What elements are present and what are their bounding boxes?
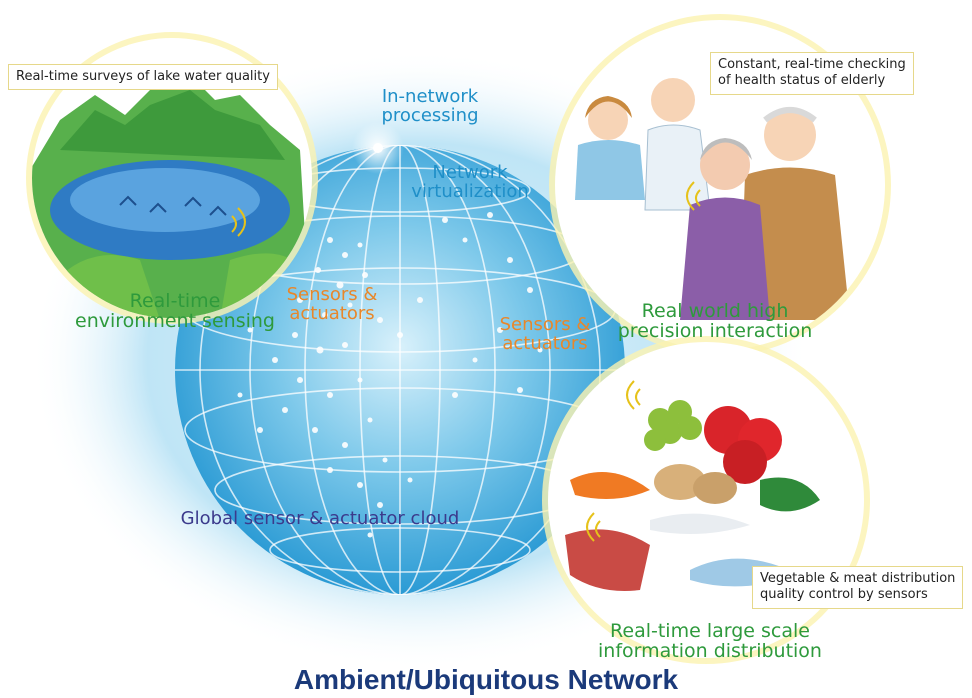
lake-label-line1: Real-time xyxy=(129,290,221,312)
lake-label: Real-time environment sensing xyxy=(60,290,290,332)
health-label: Real world high precision interaction xyxy=(605,300,825,342)
health-callout-line1: Constant, real-time checking xyxy=(718,57,906,72)
lake-callout-text: Real-time surveys of lake water quality xyxy=(16,69,270,84)
global-cloud-label: Global sensor & actuator cloud xyxy=(170,508,470,529)
food-label-line1: Real-time large scale xyxy=(610,620,810,642)
health-callout: Constant, real-time checking of health s… xyxy=(710,52,914,95)
lake-label-line2: environment sensing xyxy=(75,309,275,332)
virtualization-line2: virtualization xyxy=(411,180,529,202)
sensors-actuators-right-label: Sensors & actuators xyxy=(490,314,600,354)
sensors-left-line1: Sensors & xyxy=(286,284,378,305)
food-label: Real-time large scale information distri… xyxy=(580,620,840,662)
health-label-line2: precision interaction xyxy=(617,319,813,342)
in-network-line2: processing xyxy=(381,104,479,126)
elderly-care-illustration xyxy=(549,14,891,356)
global-cloud-text: Global sensor & actuator cloud xyxy=(180,508,460,529)
food-callout-line1: Vegetable & meat distribution xyxy=(760,571,956,586)
network-virtualization-label: Network virtualization xyxy=(400,162,540,202)
lake-callout: Real-time surveys of lake water quality xyxy=(8,64,278,91)
sensors-actuators-left-label: Sensors & actuators xyxy=(272,284,392,324)
page-title: Ambient/Ubiquitous Network xyxy=(293,664,679,695)
sensors-left-line2: actuators xyxy=(289,302,375,324)
health-callout-line2: of health status of elderly xyxy=(718,73,886,89)
sensors-right-line1: Sensors & xyxy=(499,314,591,335)
food-label-line2: information distribution xyxy=(598,639,822,662)
health-label-line1: Real world high xyxy=(641,300,789,322)
sensors-right-line2: actuators xyxy=(502,332,588,354)
in-network-processing-label: In-network processing xyxy=(360,86,500,126)
food-callout-line2: quality control by sensors xyxy=(760,587,928,603)
sensor-signal-icon xyxy=(231,181,701,542)
virtualization-line1: Network xyxy=(432,162,508,183)
food-callout: Vegetable & meat distribution quality co… xyxy=(752,566,964,609)
food-distribution-illustration xyxy=(542,336,870,664)
in-network-line1: In-network xyxy=(381,86,479,107)
